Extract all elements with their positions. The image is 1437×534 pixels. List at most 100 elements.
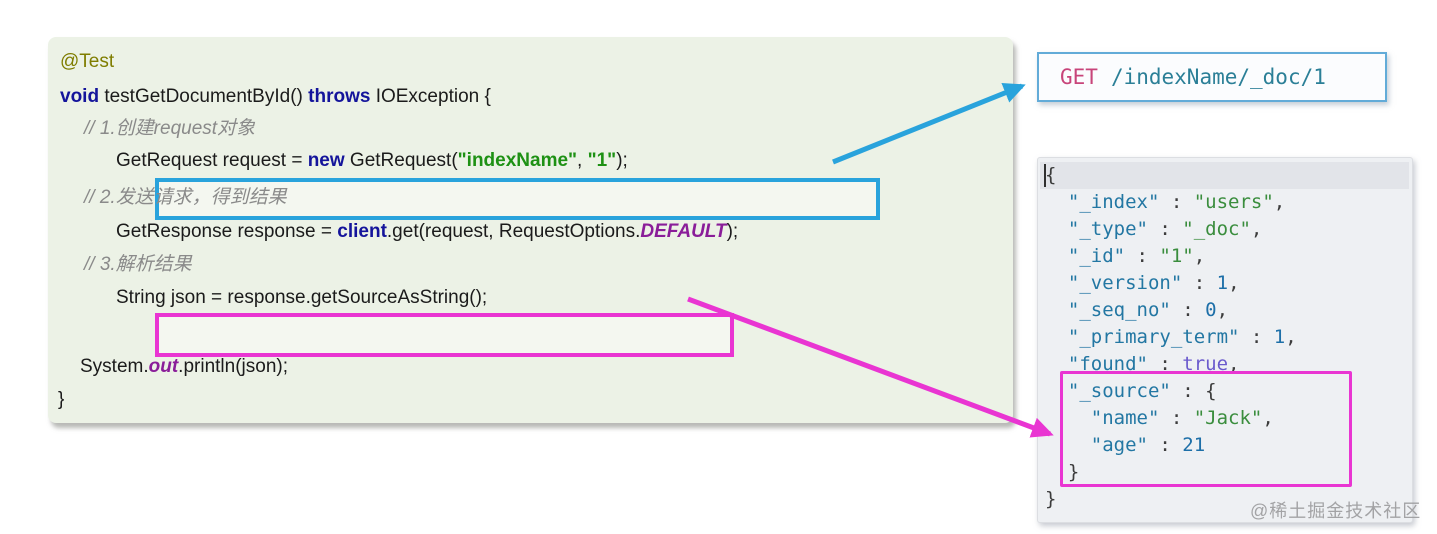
- comment-token: // 2.发送请求，得到结果: [84, 187, 287, 208]
- json-line: "_type" : "_doc",: [1045, 216, 1297, 243]
- json-string: "users": [1193, 191, 1274, 213]
- json-line: "age" : 21: [1045, 432, 1297, 459]
- code-line-closing-brace: }: [58, 389, 64, 411]
- json-lines: { "_index" : "users", "_type" : "_doc", …: [1045, 162, 1297, 513]
- plain-token: ,: [577, 150, 588, 171]
- keyword-token: client: [337, 221, 387, 242]
- code-line-println: System.out.println(json);: [80, 356, 288, 378]
- json-key: "_primary_term": [1045, 326, 1240, 348]
- json-punct: {: [1205, 380, 1217, 402]
- json-key: "_source": [1045, 380, 1171, 402]
- http-method: GET: [1060, 65, 1098, 89]
- json-punct: ,: [1228, 272, 1240, 294]
- text-cursor: [1044, 164, 1046, 187]
- json-number: 0: [1205, 299, 1217, 321]
- code-line-comment-2: // 2.发送请求，得到结果: [84, 187, 287, 209]
- json-line: "_index" : "users",: [1045, 189, 1297, 216]
- keyword-token: new: [307, 150, 345, 171]
- json-key: "_type": [1045, 218, 1148, 240]
- watermark: @稀土掘金技术社区: [1250, 501, 1422, 521]
- json-line: }: [1045, 486, 1297, 513]
- http-path: /indexName/_doc/1: [1110, 65, 1326, 89]
- json-punct: ,: [1250, 218, 1263, 240]
- rest-request-box: GET/indexName/_doc/1: [1037, 52, 1387, 102]
- code-line-get-source: String json = response.getSourceAsString…: [116, 287, 487, 309]
- plain-token: IOException {: [370, 86, 491, 107]
- json-punct: :: [1125, 245, 1160, 267]
- keyword-token: void: [60, 86, 100, 107]
- json-line: "_primary_term" : 1,: [1045, 324, 1297, 351]
- keyword-token: throws: [308, 86, 371, 107]
- json-line: "name" : "Jack",: [1045, 405, 1297, 432]
- code-line-method-signature: void testGetDocumentById() throws IOExce…: [60, 86, 491, 108]
- json-punct: :: [1170, 380, 1206, 402]
- json-punct: :: [1159, 191, 1194, 213]
- comment-token: // 1.创建request对象: [84, 118, 256, 139]
- string-token: "indexName": [457, 150, 578, 171]
- json-number: 1: [1273, 326, 1286, 348]
- plain-token: .println(json);: [178, 356, 288, 377]
- json-punct: :: [1147, 218, 1183, 240]
- plain-token: GetRequest request =: [116, 150, 308, 171]
- json-punct: :: [1147, 353, 1183, 375]
- json-punct: }: [1045, 461, 1080, 483]
- json-number: 1: [1216, 272, 1229, 294]
- plain-token: testGetDocumentById(): [99, 86, 309, 107]
- json-response-panel: { "_index" : "users", "_type" : "_doc", …: [1037, 157, 1413, 523]
- selected-line-band: [1040, 162, 1409, 189]
- plain-token: );: [616, 150, 628, 171]
- field-token: out: [148, 356, 179, 377]
- json-punct: :: [1239, 326, 1274, 348]
- code-line-get-response: GetResponse response = client.get(reques…: [116, 221, 738, 243]
- json-line: "found" : true,: [1045, 351, 1297, 378]
- json-punct: {: [1045, 164, 1057, 186]
- json-key: "_index": [1045, 191, 1160, 213]
- plain-token: GetResponse response =: [116, 221, 338, 242]
- rest-request-line: GET/indexName/_doc/1: [1039, 54, 1385, 100]
- json-key: "age": [1045, 434, 1148, 456]
- json-key: "_version": [1045, 272, 1183, 294]
- code-line-get-request: GetRequest request = new GetRequest("ind…: [116, 150, 628, 172]
- json-key: "name": [1045, 407, 1160, 429]
- json-bool: true: [1182, 353, 1229, 375]
- highlight-box-get-request: [155, 178, 880, 220]
- json-string: "1": [1159, 245, 1194, 267]
- code-line-comment-1: // 1.创建request对象: [84, 118, 255, 140]
- json-key: "_id": [1045, 245, 1126, 267]
- highlight-box-source-field: [1060, 371, 1352, 487]
- plain-token: System.: [80, 356, 149, 377]
- json-punct: ,: [1273, 191, 1286, 213]
- code-line-annotation: @Test: [60, 51, 114, 73]
- json-string: "Jack": [1193, 407, 1263, 429]
- json-line: {: [1045, 162, 1297, 189]
- json-number: 21: [1182, 434, 1206, 456]
- plain-token: String json = response.getSourceAsString…: [116, 287, 488, 308]
- highlight-box-get-source: [155, 313, 734, 357]
- json-punct: :: [1159, 407, 1194, 429]
- json-punct: ,: [1262, 407, 1274, 429]
- json-punct: ,: [1285, 326, 1297, 348]
- comment-token: // 3.解析结果: [84, 254, 192, 275]
- json-line: }: [1045, 459, 1297, 486]
- code-line-comment-3: // 3.解析结果: [84, 254, 192, 276]
- json-punct: ,: [1216, 299, 1229, 321]
- plain-token: .get(request, RequestOptions.: [386, 221, 641, 242]
- plain-token: );: [726, 221, 739, 242]
- json-line-source-open: "_source" : {: [1045, 378, 1297, 405]
- json-punct: :: [1170, 299, 1206, 321]
- json-punct: :: [1147, 434, 1183, 456]
- json-line: "_id" : "1",: [1045, 243, 1297, 270]
- json-key: "_seq_no": [1045, 299, 1171, 321]
- plain-token: }: [58, 389, 65, 410]
- json-key: "found": [1045, 353, 1148, 375]
- json-string: "_doc": [1182, 218, 1251, 240]
- plain-token: GetRequest(: [344, 150, 458, 171]
- json-punct: ,: [1228, 353, 1240, 375]
- string-token: "1": [587, 150, 617, 171]
- constant-token: DEFAULT: [640, 221, 727, 242]
- json-line: "_version" : 1,: [1045, 270, 1297, 297]
- annotation-token: @Test: [60, 51, 115, 72]
- json-punct: ,: [1193, 245, 1206, 267]
- json-punct: }: [1045, 488, 1057, 510]
